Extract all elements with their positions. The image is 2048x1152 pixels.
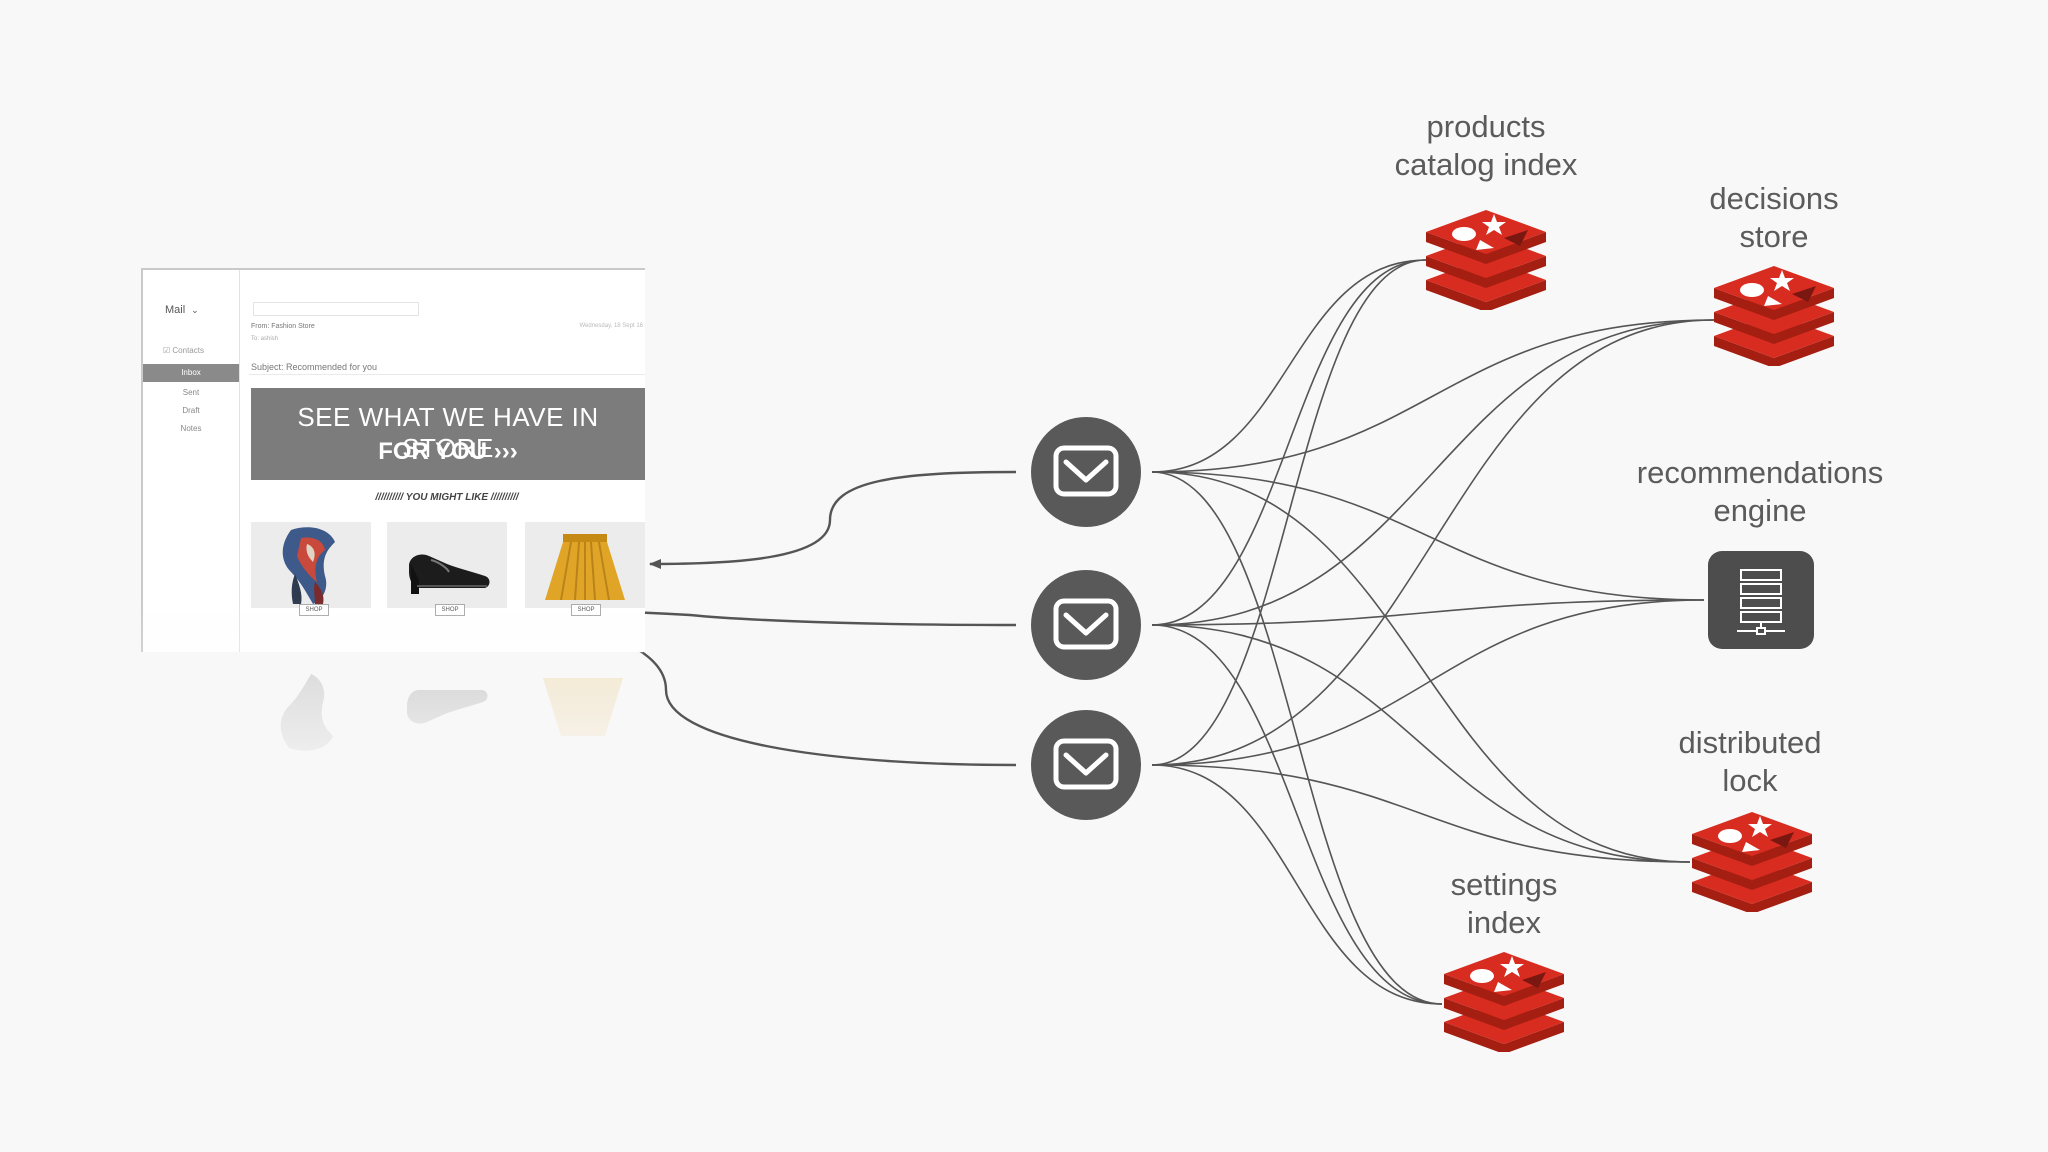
contacts-label: Contacts <box>172 346 204 355</box>
email-to: To: ashish <box>251 336 279 342</box>
connection-line <box>1151 259 1427 473</box>
redis-icon <box>1714 266 1834 366</box>
shop-button: SHOP <box>571 604 601 616</box>
email-subject: Subject: Recommended for you <box>251 362 378 372</box>
redis-icon <box>1692 812 1812 912</box>
might-like-heading: ////////// YOU MIGHT LIKE ////////// <box>375 492 519 503</box>
folder-sent: Sent <box>182 388 200 397</box>
decisions-store-label: decisions store <box>1654 180 1894 256</box>
email-preview: Mail⌄ ☑ Contacts Inbox Sent Draft Notes … <box>141 268 645 652</box>
email-from: From: Fashion Store <box>251 323 315 330</box>
mail-label: Mail <box>165 304 186 316</box>
label-line: store <box>1739 219 1809 254</box>
worker-node <box>1031 710 1141 820</box>
product-shoe-image <box>387 522 507 608</box>
contacts-item: ☑ Contacts <box>163 346 204 355</box>
email-body: From: Fashion Store To: ashish Wednesday… <box>249 270 645 652</box>
connection-line <box>1151 471 1443 1005</box>
shop-button: SHOP <box>299 604 329 616</box>
scarf-icon <box>282 527 335 604</box>
chevron-down-icon: ⌄ <box>191 305 199 315</box>
connection-line <box>1151 624 1691 863</box>
connection-line <box>1151 319 1715 473</box>
connection-line <box>1151 471 1705 601</box>
label-line: decisions <box>1709 181 1839 216</box>
divider <box>249 374 645 375</box>
connection-line <box>1151 599 1705 766</box>
worker-node <box>1031 570 1141 680</box>
label-line: lock <box>1722 763 1778 798</box>
label-line: settings <box>1450 867 1558 902</box>
email-sidebar: Mail ⌄ ☑ Contacts Inbox Sent Draft Notes <box>143 270 240 652</box>
connection-line <box>1151 259 1427 626</box>
chevron-down-icon <box>1053 445 1119 497</box>
connection-line <box>1151 624 1443 1005</box>
promo-banner: SEE WHAT WE HAVE IN STORE FOR YOU ››› <box>251 388 645 480</box>
folder-draft: Draft <box>182 406 200 415</box>
connection-line <box>1151 599 1705 626</box>
mail-dropdown: Mail ⌄ <box>165 304 199 316</box>
connection-line <box>1151 319 1715 626</box>
email-date: Wednesday, 18 Sept 16 <box>579 323 644 329</box>
connection-line <box>1151 764 1691 863</box>
connection-line <box>1151 259 1427 766</box>
redis-icon <box>1444 952 1564 1052</box>
skirt-icon <box>545 534 625 601</box>
products-catalog-label: products catalog index <box>1366 108 1606 184</box>
worker-node <box>1031 417 1141 527</box>
connection-line <box>1151 319 1715 766</box>
connection-line <box>1151 471 1691 863</box>
label-line: distributed <box>1678 725 1822 760</box>
distributed-lock-label: distributed lock <box>1630 724 1870 800</box>
email-search-bar <box>253 302 419 316</box>
redis-icon <box>1426 210 1546 310</box>
folder-notes: Notes <box>180 424 202 433</box>
label-line: index <box>1466 905 1542 940</box>
label-line: catalog index <box>1394 147 1578 182</box>
banner-headline: SEE WHAT WE HAVE IN STORE <box>297 402 599 463</box>
server-icon <box>1708 551 1814 649</box>
label-line: products <box>1426 109 1546 144</box>
folder-inbox: Inbox <box>143 364 239 382</box>
chevron-down-icon <box>1053 738 1119 790</box>
banner-cta: FOR YOU ››› <box>378 438 518 465</box>
settings-index-label: settings index <box>1384 866 1624 942</box>
response-arrow <box>649 470 1017 569</box>
shop-button: SHOP <box>435 604 465 616</box>
label-line: recommendations <box>1636 455 1884 490</box>
product-scarf-image <box>251 522 371 608</box>
shoe-icon <box>409 554 490 594</box>
chevron-down-icon <box>1053 598 1119 650</box>
label-line: engine <box>1713 493 1807 528</box>
recommendations-engine-label: recommendations engine <box>1610 454 1910 530</box>
connection-line <box>1151 764 1443 1005</box>
product-skirt-image <box>525 522 645 608</box>
